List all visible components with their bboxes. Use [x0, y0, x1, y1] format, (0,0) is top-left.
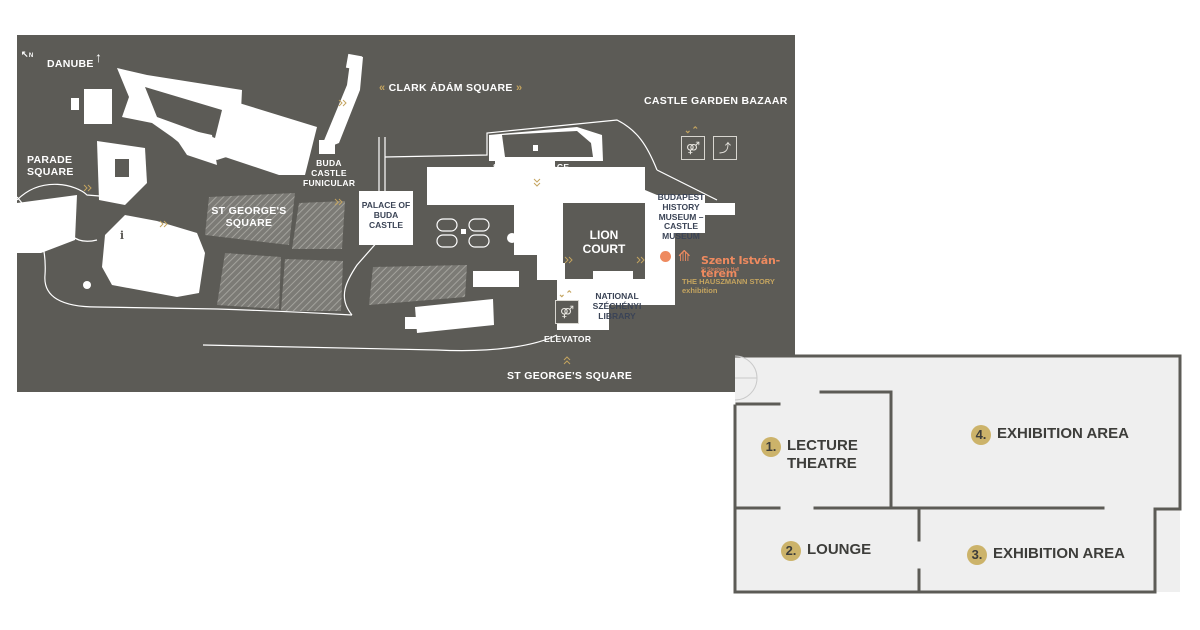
courtyard-ornaments — [436, 218, 490, 248]
venue-logo-icon: ⟰ — [678, 247, 691, 265]
funicular-track — [323, 55, 363, 147]
floor-area — [735, 356, 1180, 592]
exhibition-subtitle: exhibition — [682, 286, 718, 295]
building-upper-mid — [225, 103, 317, 175]
building-west — [17, 195, 77, 253]
building-small — [84, 89, 112, 124]
hatch-square-1 — [205, 193, 295, 245]
label-castle-garden-bazaar: CASTLE GARDEN BAZAAR — [644, 95, 788, 107]
up-down-chevron-icon: ⌄⌃ — [684, 125, 700, 135]
buildings — [17, 53, 735, 333]
label-savoy-terrace: SAVOY TERRACE — [493, 162, 570, 172]
building-south-long — [415, 299, 494, 333]
up-down-chevron-icon-library: ⌄⌃ — [558, 289, 574, 299]
venue-marker — [660, 251, 671, 262]
walls — [733, 354, 1182, 594]
north-marker: N — [28, 53, 34, 59]
exhibition-title: THE HAUSZMANN STORY — [682, 277, 775, 286]
room-name: LOUNGE — [807, 541, 872, 558]
label-elevator: ELEVATOR — [544, 334, 592, 344]
label-palace-of-buda-castle: PALACE OF BUDA CASTLE — [361, 200, 411, 230]
label-national-szechenyi-library: NATIONAL SZÉCHÉNYI LIBRARY — [592, 291, 642, 321]
room-name: EXHIBITION AREA — [997, 425, 1129, 442]
room-exhibition-area-4: 4. EXHIBITION AREA — [971, 425, 1129, 445]
label-st-georges-square-lower: ST GEORGE'S SQUARE — [507, 370, 633, 382]
map-canvas — [17, 35, 795, 392]
label-budapest-history-museum: BUDAPEST HISTORY MUSEUM – CASTLE MUSEUM — [657, 192, 705, 242]
chevron-marks — [83, 99, 645, 365]
room-exhibition-area-3: 3. EXHIBITION AREA — [967, 545, 1125, 565]
palace-west-wing — [359, 191, 413, 245]
floor-plan: 1. LECTURE THEATRE 2. LOUNGE 3. EXHIBITI… — [733, 354, 1184, 596]
room-number-badge: 3. — [967, 545, 987, 565]
door-swing — [734, 355, 758, 401]
venue-name: Szent István-terem — [701, 254, 780, 280]
label-danube: DANUBE — [47, 58, 94, 70]
venue-subtitle: St Stephen's Hall — [701, 267, 740, 273]
room-number-badge: 1. — [761, 437, 781, 457]
room-name: LECTURE THEATRE — [787, 437, 858, 472]
escalator-icon: ⤴ — [713, 136, 737, 160]
label-clark-adam-square: « CLARK ÁDÁM SQUARE » — [379, 82, 523, 94]
floor-plan-canvas — [733, 354, 1182, 594]
hatched-squares — [205, 193, 467, 311]
room-lounge: 2. LOUNGE — [781, 541, 871, 561]
label-st-georges-square-upper: ST GEORGE'S SQUARE — [211, 205, 287, 230]
info-icon: i — [115, 229, 129, 243]
site-map: ↖N DANUBE ↑ « CLARK ÁDÁM SQUARE » CASTLE… — [17, 35, 795, 392]
room-number-badge: 2. — [781, 541, 801, 561]
label-lion-court: LION COURT — [582, 228, 626, 256]
elevator-icon: ⚤ — [555, 300, 579, 324]
room-name: EXHIBITION AREA — [993, 545, 1125, 562]
lion-court-yard — [563, 203, 645, 279]
building-south-small — [473, 271, 519, 287]
north-arrow-icon: ↖N — [21, 49, 34, 59]
restroom-icon: ⚤ — [681, 136, 705, 160]
label-buda-castle-funicular: BUDA CASTLE FUNICULAR — [303, 158, 356, 188]
label-parade-square: PARADE SQUARE — [27, 154, 74, 179]
room-lecture-theatre: 1. LECTURE THEATRE — [761, 437, 858, 473]
danube-arrow-icon: ↑ — [95, 49, 103, 65]
room-number-badge: 4. — [971, 425, 991, 445]
